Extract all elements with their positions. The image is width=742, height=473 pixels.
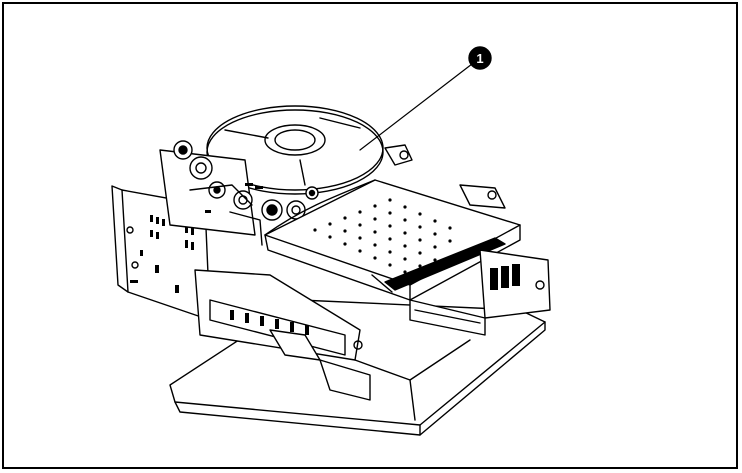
rear-mounting-posts — [384, 144, 506, 209]
tape-guide-rollers — [159, 140, 319, 246]
callout-1-label: 1 — [476, 51, 483, 66]
tape-cartridge — [264, 179, 521, 301]
tape-reel — [206, 105, 384, 195]
callout-1-marker: 1 — [468, 46, 492, 70]
front-lower-frame — [194, 269, 471, 421]
callout-1-leader — [359, 63, 473, 151]
front-bezel — [409, 249, 551, 336]
